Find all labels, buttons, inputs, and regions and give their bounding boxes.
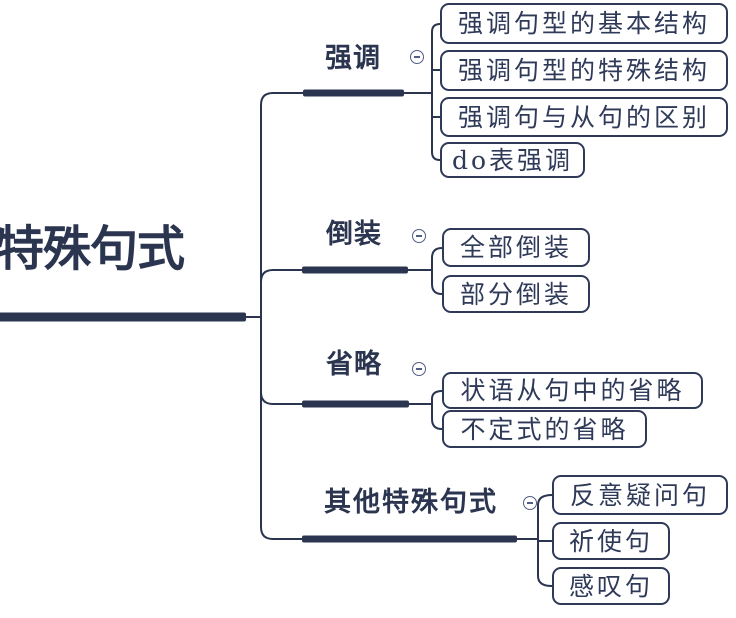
collapse-minus-icon[interactable] bbox=[523, 496, 537, 510]
branch-topic-shenglue[interactable]: 省略 bbox=[326, 349, 382, 380]
minus-dash bbox=[416, 235, 422, 237]
branch-topic-qita-teshu-jushi[interactable]: 其他特殊句式 bbox=[324, 487, 498, 518]
minus-dash bbox=[527, 502, 533, 504]
branch-topic-qiangdiao[interactable]: 强调 bbox=[325, 43, 381, 74]
subtopic-box[interactable]: 状语从句中的省略 bbox=[442, 372, 703, 409]
collapse-minus-icon[interactable] bbox=[412, 229, 426, 243]
minus-dash bbox=[416, 368, 422, 370]
subtopic-box[interactable]: 强调句型的基本结构 bbox=[440, 3, 728, 44]
branch-topic-daozhuang[interactable]: 倒装 bbox=[326, 219, 382, 250]
subtopic-box[interactable]: 强调句与从句的区别 bbox=[440, 97, 728, 137]
collapse-minus-icon[interactable] bbox=[412, 362, 426, 376]
collapse-minus-icon[interactable] bbox=[410, 50, 424, 64]
minus-dash bbox=[414, 56, 420, 58]
subtopic-box[interactable]: 祈使句 bbox=[552, 522, 670, 560]
subtopic-box[interactable]: 强调句型的特殊结构 bbox=[440, 50, 728, 91]
subtopic-box[interactable]: 感叹句 bbox=[552, 567, 670, 605]
subtopic-box[interactable]: do表强调 bbox=[440, 142, 585, 178]
subtopic-box[interactable]: 部分倒装 bbox=[442, 275, 590, 313]
subtopic-box[interactable]: 全部倒装 bbox=[442, 228, 590, 267]
subtopic-box[interactable]: 不定式的省略 bbox=[442, 410, 647, 448]
root-topic[interactable]: 特殊句式 bbox=[0, 221, 185, 277]
subtopic-box[interactable]: 反意疑问句 bbox=[552, 475, 728, 515]
